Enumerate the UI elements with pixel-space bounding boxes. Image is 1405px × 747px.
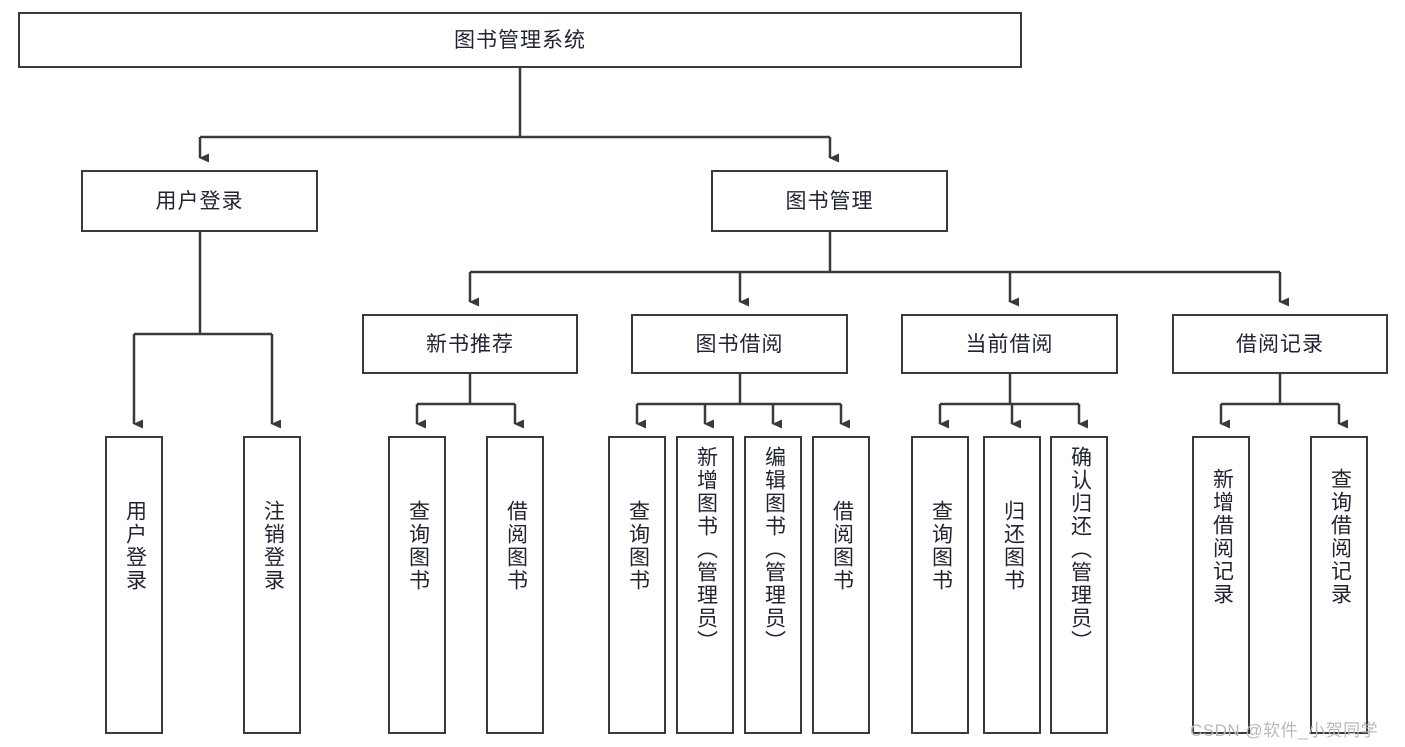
node-borrow-record-label: 借阅记录 xyxy=(1236,332,1324,356)
node-leaf-cur-query-book-label: 查询图书 xyxy=(929,500,953,592)
node-leaf-bor-query-book[interactable]: 查询图书 xyxy=(608,436,666,734)
node-leaf-bor-add-book-label: 新增图书（管理员） xyxy=(694,446,718,653)
node-leaf-cur-query-book[interactable]: 查询图书 xyxy=(911,436,969,734)
node-book-manage[interactable]: 图书管理 xyxy=(711,170,948,232)
node-new-book-rec[interactable]: 新书推荐 xyxy=(362,314,578,374)
node-book-borrow-label: 图书借阅 xyxy=(695,332,784,356)
node-leaf-rec-add-record[interactable]: 新增借阅记录 xyxy=(1192,436,1250,734)
node-leaf-cur-return-book-label: 归还图书 xyxy=(1001,500,1025,592)
node-root[interactable]: 图书管理系统 xyxy=(18,12,1022,68)
node-leaf-bor-add-book[interactable]: 新增图书（管理员） xyxy=(676,436,734,734)
node-leaf-rec-query-book-label: 查询图书 xyxy=(406,500,430,592)
node-book-manage-label: 图书管理 xyxy=(785,189,874,213)
node-new-book-rec-label: 新书推荐 xyxy=(426,332,514,356)
node-leaf-bor-edit-book-label: 编辑图书（管理员） xyxy=(762,446,786,653)
node-leaf-bor-edit-book[interactable]: 编辑图书（管理员） xyxy=(744,436,802,734)
node-leaf-bor-query-book-label: 查询图书 xyxy=(626,500,650,592)
node-leaf-rec-query-record[interactable]: 查询借阅记录 xyxy=(1310,436,1368,734)
node-leaf-user-logout-label: 注销登录 xyxy=(261,500,285,592)
node-book-borrow[interactable]: 图书借阅 xyxy=(631,314,848,374)
node-leaf-rec-add-record-label: 新增借阅记录 xyxy=(1210,468,1234,606)
node-leaf-cur-confirm-return[interactable]: 确认归还（管理员） xyxy=(1050,436,1108,734)
node-leaf-rec-borrow-book[interactable]: 借阅图书 xyxy=(486,436,544,734)
node-leaf-user-logout[interactable]: 注销登录 xyxy=(243,436,301,734)
node-leaf-bor-borrow-book[interactable]: 借阅图书 xyxy=(812,436,870,734)
node-borrow-record[interactable]: 借阅记录 xyxy=(1172,314,1388,374)
node-root-label: 图书管理系统 xyxy=(454,28,586,52)
node-leaf-rec-borrow-book-label: 借阅图书 xyxy=(504,500,528,592)
node-leaf-user-login[interactable]: 用户登录 xyxy=(105,436,163,734)
node-leaf-cur-return-book[interactable]: 归还图书 xyxy=(983,436,1041,734)
node-user-login-label: 用户登录 xyxy=(155,189,244,213)
node-leaf-rec-query-record-label: 查询借阅记录 xyxy=(1328,468,1352,606)
watermark: CSDN @软件_小贺同学 xyxy=(1190,721,1379,740)
node-leaf-user-login-label: 用户登录 xyxy=(123,500,147,592)
node-user-login[interactable]: 用户登录 xyxy=(81,170,318,232)
node-leaf-rec-query-book[interactable]: 查询图书 xyxy=(388,436,446,734)
node-leaf-bor-borrow-book-label: 借阅图书 xyxy=(830,500,854,592)
node-current-borrow[interactable]: 当前借阅 xyxy=(901,314,1118,374)
node-current-borrow-label: 当前借阅 xyxy=(965,332,1054,356)
node-leaf-cur-confirm-return-label: 确认归还（管理员） xyxy=(1068,446,1092,653)
